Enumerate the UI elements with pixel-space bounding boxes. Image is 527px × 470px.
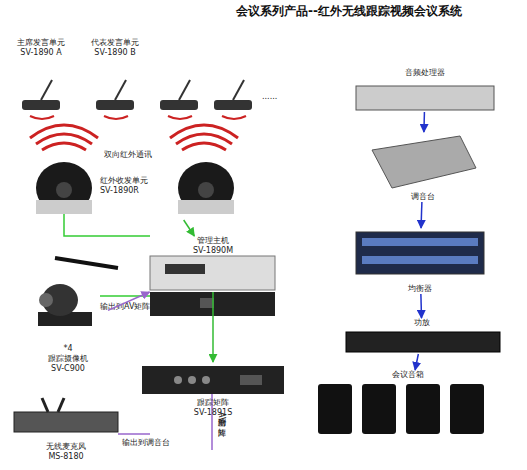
wireless-mic <box>14 398 118 432</box>
annotation-label: 输出到AV矩阵 <box>216 412 226 422</box>
device-label: SV-C900 <box>51 364 85 374</box>
device-node: 音频处理器 <box>352 68 498 112</box>
device-node: 跟踪矩阵SV-1891S <box>138 362 288 418</box>
device-label: 主席发言单元 <box>17 38 65 48</box>
device-node: 代表发言单元SV-1890 B <box>74 38 156 114</box>
device-label: 红外收发单元 <box>100 176 148 186</box>
host-units <box>150 256 275 316</box>
conference-mics <box>22 80 252 119</box>
equalizer <box>356 232 484 274</box>
device-node: 主席发言单元SV-1890 A <box>0 38 82 114</box>
ir-domes <box>30 125 238 214</box>
speakers <box>318 384 484 434</box>
device-node: 管理主机SV-1890M <box>148 236 278 292</box>
connector <box>423 112 425 132</box>
audio-processor <box>356 86 494 110</box>
device-label: 管理主机 <box>197 236 229 246</box>
connector <box>415 354 418 370</box>
tracking-matrix <box>142 366 284 394</box>
device-label: 无线麦克风 <box>46 442 86 452</box>
antenna <box>55 258 118 268</box>
connector <box>420 294 422 318</box>
device-label: 代表发言单元 <box>91 38 139 48</box>
connector <box>184 220 195 236</box>
device-label: 跟踪矩阵 <box>197 398 229 408</box>
device-label: 音频处理器 <box>405 68 445 78</box>
device-label: SV-1890M <box>193 246 233 256</box>
connector <box>420 202 422 228</box>
device-label: 均衡器 <box>408 284 432 294</box>
device-label: SV-1890 B <box>94 48 135 58</box>
device-label: 功放 <box>414 318 430 328</box>
device-node: 均衡器 <box>352 228 488 294</box>
annotation-label: 输出到调音台 <box>122 438 170 448</box>
device-node: 调音台 <box>368 132 478 202</box>
diagram-title: 会议系列产品--红外无线跟踪视频会议系统 <box>236 3 462 20</box>
mixer <box>372 136 476 188</box>
device-node: 会议音箱 <box>312 370 504 440</box>
device-label: 会议音箱 <box>392 370 424 380</box>
device-label: SV-1890 A <box>20 48 61 58</box>
device-label: SV-1891S <box>194 408 232 418</box>
annotation-label: 输出到AV矩阵 <box>100 302 150 312</box>
connector <box>212 292 214 362</box>
device-label: *4 <box>63 344 72 354</box>
device-label: 调音台 <box>411 192 435 202</box>
annotation-label: 双向红外通讯 <box>104 150 152 160</box>
device-node: *4跟踪摄像机SV-C900 <box>28 282 108 374</box>
device-node: 功放 <box>342 318 502 354</box>
annotation-label: ...... <box>262 92 277 102</box>
device-label: MS-8180 <box>48 452 83 462</box>
device-label: SV-1890R <box>100 186 139 196</box>
tracking-camera <box>38 284 92 326</box>
device-label: 跟踪摄像机 <box>48 354 88 364</box>
wires <box>64 214 150 296</box>
amplifier <box>346 332 500 352</box>
device-node: 红外收发单元SV-1890R <box>100 176 238 220</box>
device-node: 无线麦克风MS-8180 <box>12 398 120 462</box>
